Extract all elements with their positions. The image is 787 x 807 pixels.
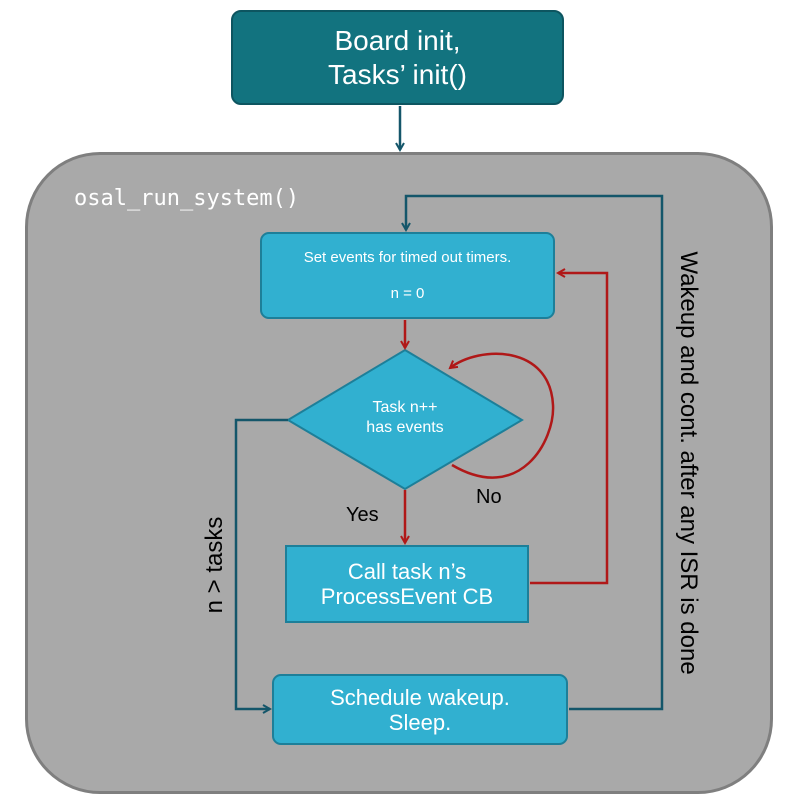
board-init-line1: Board init,: [334, 24, 461, 56]
arrow-decision-to-schedule: [234, 418, 288, 709]
arrow-wakeup-loop: [406, 194, 664, 711]
decision-diamond: [286, 348, 524, 491]
set-events-box: Set events for timed out timers. n = 0: [260, 232, 555, 319]
decision-line2: has events: [366, 419, 444, 436]
wakeup-text: Wakeup and cont. after any ISR is done: [675, 251, 702, 675]
n-gt-tasks-text: n > tasks: [201, 516, 228, 614]
schedule-wakeup-box: Schedule wakeup. Sleep.: [272, 674, 568, 745]
system-label: osal_run_system(): [74, 186, 300, 211]
call-task-line2: ProcessEvent CB: [320, 584, 494, 609]
set-events-line2: n = 0: [390, 284, 425, 302]
arrow-call-to-set: [530, 273, 609, 585]
board-init-line2: Tasks’ init(): [328, 58, 467, 90]
decision-line1: Task n++: [372, 399, 438, 416]
yes-label: Yes: [346, 504, 379, 526]
schedule-line1: Schedule wakeup.: [330, 684, 510, 710]
schedule-line2: Sleep.: [388, 709, 452, 735]
call-task-line1: Call task n’s: [347, 559, 467, 584]
arrow-no-loop: [450, 352, 555, 479]
n-gt-tasks-label: n > tasks: [200, 500, 230, 630]
call-task-box: Call task n’s ProcessEvent CB: [285, 545, 529, 623]
set-events-line1: Set events for timed out timers.: [303, 248, 512, 266]
decision-label: Task n++ has events: [320, 398, 490, 438]
board-init-box: Board init, Tasks’ init(): [231, 10, 564, 105]
no-label: No: [476, 486, 502, 508]
wakeup-label: Wakeup and cont. after any ISR is done: [668, 198, 708, 728]
